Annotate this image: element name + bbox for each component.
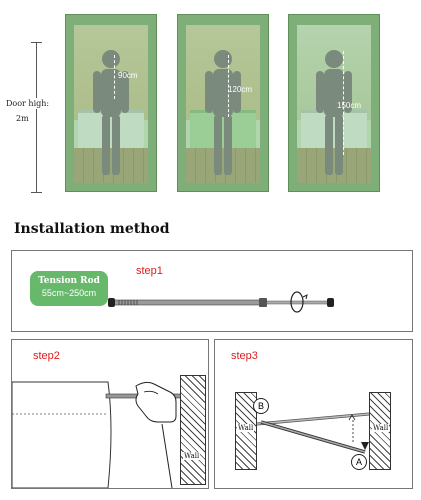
step3-label: step3	[231, 350, 258, 362]
step1-label: step1	[136, 265, 163, 277]
curtain-hand-illustration	[12, 381, 187, 488]
door-illustration-90cm: 90cm	[65, 14, 157, 192]
wall-block	[180, 375, 206, 485]
marker-b: B	[253, 398, 269, 414]
door-height-value: 2m	[16, 114, 29, 123]
door-height-label: Door high:	[6, 98, 50, 109]
measurement-label: 120cm	[228, 85, 253, 94]
wall-label: Wall	[183, 452, 201, 460]
person-silhouette-icon	[316, 50, 352, 175]
rod-rotation-diagram	[256, 412, 370, 454]
room-scene: 120cm	[186, 25, 260, 183]
step2-panel: step2 Wall	[11, 339, 209, 489]
room-scene: 150cm	[297, 25, 371, 183]
height-line	[36, 42, 37, 192]
step1-panel: step1 Tension Rod 55cm~250cm	[11, 250, 413, 332]
height-cap-top	[31, 42, 42, 43]
wall-label-right: Wall	[372, 424, 390, 432]
door-illustration-120cm: 120cm	[177, 14, 269, 192]
badge-range: 55cm~250cm	[41, 288, 97, 298]
wall-label-left: Wall	[237, 424, 255, 432]
measurement-label: 90cm	[118, 71, 138, 80]
installation-title: Installation method	[14, 221, 170, 237]
tension-rod-badge: Tension Rod 55cm~250cm	[30, 271, 108, 306]
measurement-label: 150cm	[337, 101, 362, 110]
height-cap-bottom	[31, 192, 42, 193]
room-scene: 90cm	[74, 25, 148, 183]
person-silhouette-icon	[205, 50, 241, 175]
tension-rod-icon	[108, 291, 334, 313]
marker-a: A	[351, 454, 367, 470]
person-silhouette-icon	[93, 50, 129, 175]
door-illustration-150cm: 150cm	[288, 14, 380, 192]
step2-label: step2	[33, 350, 60, 362]
step3-panel: step3 Wall Wall B A	[214, 339, 413, 489]
badge-title: Tension Rod	[38, 276, 100, 286]
